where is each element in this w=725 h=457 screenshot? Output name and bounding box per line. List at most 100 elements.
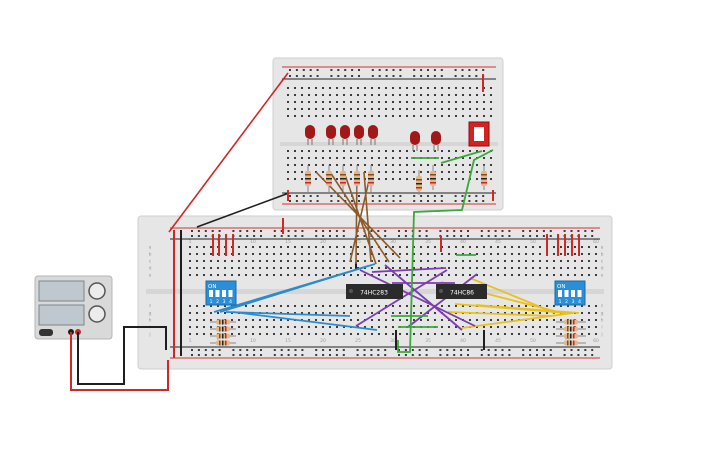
- resistor-s2: [326, 165, 332, 192]
- wire-green-6[interactable]: [440, 150, 483, 164]
- chip-74hc86-notch: [439, 289, 443, 293]
- main-column-label: 30: [390, 239, 396, 245]
- power-supply-display-voltage: [38, 280, 85, 302]
- wire-yellow-3[interactable]: [461, 312, 574, 329]
- led-1[interactable]: [305, 125, 315, 145]
- main-column-label: 45: [495, 338, 501, 344]
- dip-switch-left-on-label: ON: [208, 284, 216, 290]
- wire-blue-2[interactable]: [219, 265, 369, 313]
- main-row-label: f: [601, 304, 603, 310]
- resistor-m4: [210, 340, 236, 346]
- main-column-label: 40: [460, 338, 466, 344]
- chip-74hc86[interactable]: 74HC86: [436, 284, 487, 299]
- main-row-label: f: [149, 304, 151, 310]
- main-column-label: 25: [355, 338, 361, 344]
- main-row-label: d: [149, 266, 152, 272]
- wire-green-enable[interactable]: [397, 149, 494, 353]
- dip-switch-right-toggle-3[interactable]: [571, 290, 575, 297]
- dip-switch-left-toggle-4[interactable]: [228, 290, 233, 297]
- wire-brown-5[interactable]: [349, 171, 372, 263]
- main-row-label: h: [601, 318, 604, 324]
- resistor-s8: [481, 165, 487, 190]
- led-7[interactable]: [431, 131, 441, 151]
- led-3[interactable]: [340, 125, 350, 145]
- wire-purple-1[interactable]: [359, 269, 476, 327]
- wire-yellow-4[interactable]: [475, 304, 580, 314]
- wire-small-board-ground[interactable]: [196, 192, 290, 228]
- dip-switch-right-toggle-4[interactable]: [577, 290, 582, 297]
- main-column-label: 25: [355, 239, 361, 245]
- dip-switch-left-toggle-3[interactable]: [222, 290, 226, 297]
- main-row-label: a: [601, 246, 604, 251]
- power-supply-display-current: [38, 304, 85, 326]
- dip-switch-right-toggle-1[interactable]: [558, 290, 562, 297]
- wire-small-board-power[interactable]: [168, 72, 289, 233]
- led-2[interactable]: [326, 125, 336, 145]
- wire-psu-negative[interactable]: [77, 326, 167, 385]
- main-column-label: 40: [460, 239, 466, 245]
- wire-yellow-5[interactable]: [469, 277, 556, 314]
- resistor-s3: [340, 165, 346, 192]
- dip-switch-left-toggle-1[interactable]: [209, 290, 213, 297]
- wire-yellow-6[interactable]: [447, 311, 553, 317]
- dip-switch-right[interactable]: ON 1 2 3 4: [554, 280, 586, 306]
- small-board-center-channel: [280, 142, 498, 146]
- main-row-label: e: [601, 274, 604, 279]
- pushbutton-cap[interactable]: [474, 127, 484, 141]
- main-column-label: 10: [250, 239, 256, 245]
- resistor-m1: [210, 319, 236, 325]
- wire-blue-4[interactable]: [232, 311, 378, 331]
- main-column-label: 45: [495, 239, 501, 245]
- led-6[interactable]: [410, 131, 420, 151]
- chip-74hc283[interactable]: 74HC283: [346, 284, 403, 299]
- dip-switch-right-pin-4: 4: [578, 299, 581, 305]
- resistor-m2: [210, 326, 236, 332]
- led-5[interactable]: [368, 125, 378, 145]
- main-row-label: a: [149, 246, 152, 251]
- voltage-knob[interactable]: [88, 282, 106, 300]
- main-row-label: c: [149, 260, 152, 265]
- chip-74hc86-label: 74HC86: [450, 290, 474, 297]
- dip-switch-left[interactable]: ON 1 2 3 4: [205, 280, 237, 306]
- chip-74hc283-notch: [349, 289, 353, 293]
- main-column-label: 55: [565, 239, 571, 245]
- main-column-label: 35: [425, 239, 431, 245]
- wire-blue-3[interactable]: [225, 311, 351, 317]
- dip-switch-left-toggle-2[interactable]: [215, 290, 220, 297]
- led-4[interactable]: [354, 125, 364, 145]
- chip-74hc283-label: 74HC283: [360, 290, 388, 297]
- resistor-s4: [354, 165, 360, 192]
- main-column-label: 1: [189, 239, 192, 245]
- wire-purple-5[interactable]: [407, 273, 478, 328]
- small-board-resistors: [305, 165, 487, 195]
- pushbutton[interactable]: [468, 121, 490, 147]
- power-supply[interactable]: [34, 275, 113, 340]
- main-row-label: g: [149, 312, 152, 317]
- current-knob[interactable]: [88, 305, 106, 323]
- main-column-label: 60: [593, 338, 599, 344]
- resistor-m7: [556, 333, 586, 339]
- dip-switch-right-toggle-2[interactable]: [564, 290, 569, 297]
- main-row-label: d: [601, 266, 604, 272]
- resistor-m5: [556, 319, 586, 325]
- main-row-label: j: [600, 332, 602, 338]
- main-column-label: 20: [320, 338, 326, 344]
- chip-74hc86-body: [436, 284, 487, 299]
- main-row-label: b: [149, 252, 152, 258]
- wire-brown-6[interactable]: [363, 171, 372, 263]
- power-switch[interactable]: [39, 329, 53, 336]
- resistor-s5: [368, 165, 374, 192]
- main-row-label: h: [149, 318, 152, 324]
- wire-psu-positive[interactable]: [70, 332, 169, 391]
- leds[interactable]: [305, 125, 441, 151]
- wire-purple-3[interactable]: [371, 267, 447, 273]
- main-column-label: 10: [250, 338, 256, 344]
- resistor-s7: [430, 165, 436, 190]
- wire-purple-2[interactable]: [384, 264, 463, 331]
- dip-switch-left-pin-3: 3: [223, 299, 226, 305]
- dip-switch-left-pin-4: 4: [229, 299, 232, 305]
- main-row-label: j: [148, 332, 150, 338]
- main-column-label: 15: [285, 239, 291, 245]
